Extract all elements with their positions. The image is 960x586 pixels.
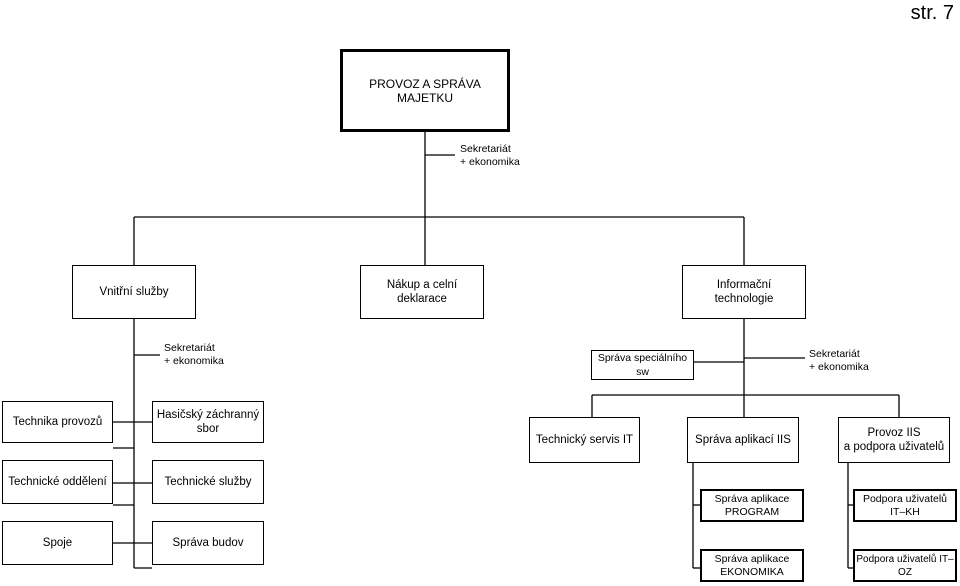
root-staff-label: Sekretariát + ekonomika — [460, 143, 520, 168]
it-staff-label: Sekretariát + ekonomika — [809, 348, 869, 373]
unit-technicky-servis-it: Technický servis IT — [529, 417, 640, 463]
unit-technicke-oddeleni: Technické oddělení — [2, 460, 113, 504]
unit-nakup: Nákup a celní deklarace — [360, 265, 484, 319]
page-number: str. 7 — [910, 2, 954, 24]
unit-podpora-it-oz: Podpora uživatelů IT–OZ — [853, 549, 957, 582]
unit-sprava-specialniho-sw: Správa speciálního sw — [591, 350, 694, 380]
unit-sprava-aplikaci-iis: Správa aplikací IIS — [687, 417, 799, 463]
unit-informacni-technologie: Informační technologie — [682, 265, 806, 319]
unit-sprava-aplikace-ekonomika: Správa aplikace EKONOMIKA — [700, 549, 804, 582]
unit-spoje: Spoje — [2, 521, 113, 565]
unit-provoz-iis: Provoz IIS a podpora uživatelů — [838, 417, 950, 463]
vnitrni-staff-label: Sekretariát + ekonomika — [164, 342, 224, 367]
unit-hasicsky-sbor: Hasičský záchranný sbor — [152, 401, 264, 443]
root-box: PROVOZ A SPRÁVA MAJETKU — [340, 49, 510, 132]
unit-sprava-aplikace-program: Správa aplikace PROGRAM — [700, 489, 804, 522]
unit-sprava-budov: Správa budov — [152, 521, 264, 565]
unit-vnitrni-sluzby: Vnitřní služby — [72, 265, 196, 319]
unit-technicke-sluzby: Technické služby — [152, 460, 264, 504]
unit-technika-provozu: Technika provozů — [2, 401, 113, 443]
unit-podpora-it-kh: Podpora uživatelů IT–KH — [853, 489, 957, 522]
